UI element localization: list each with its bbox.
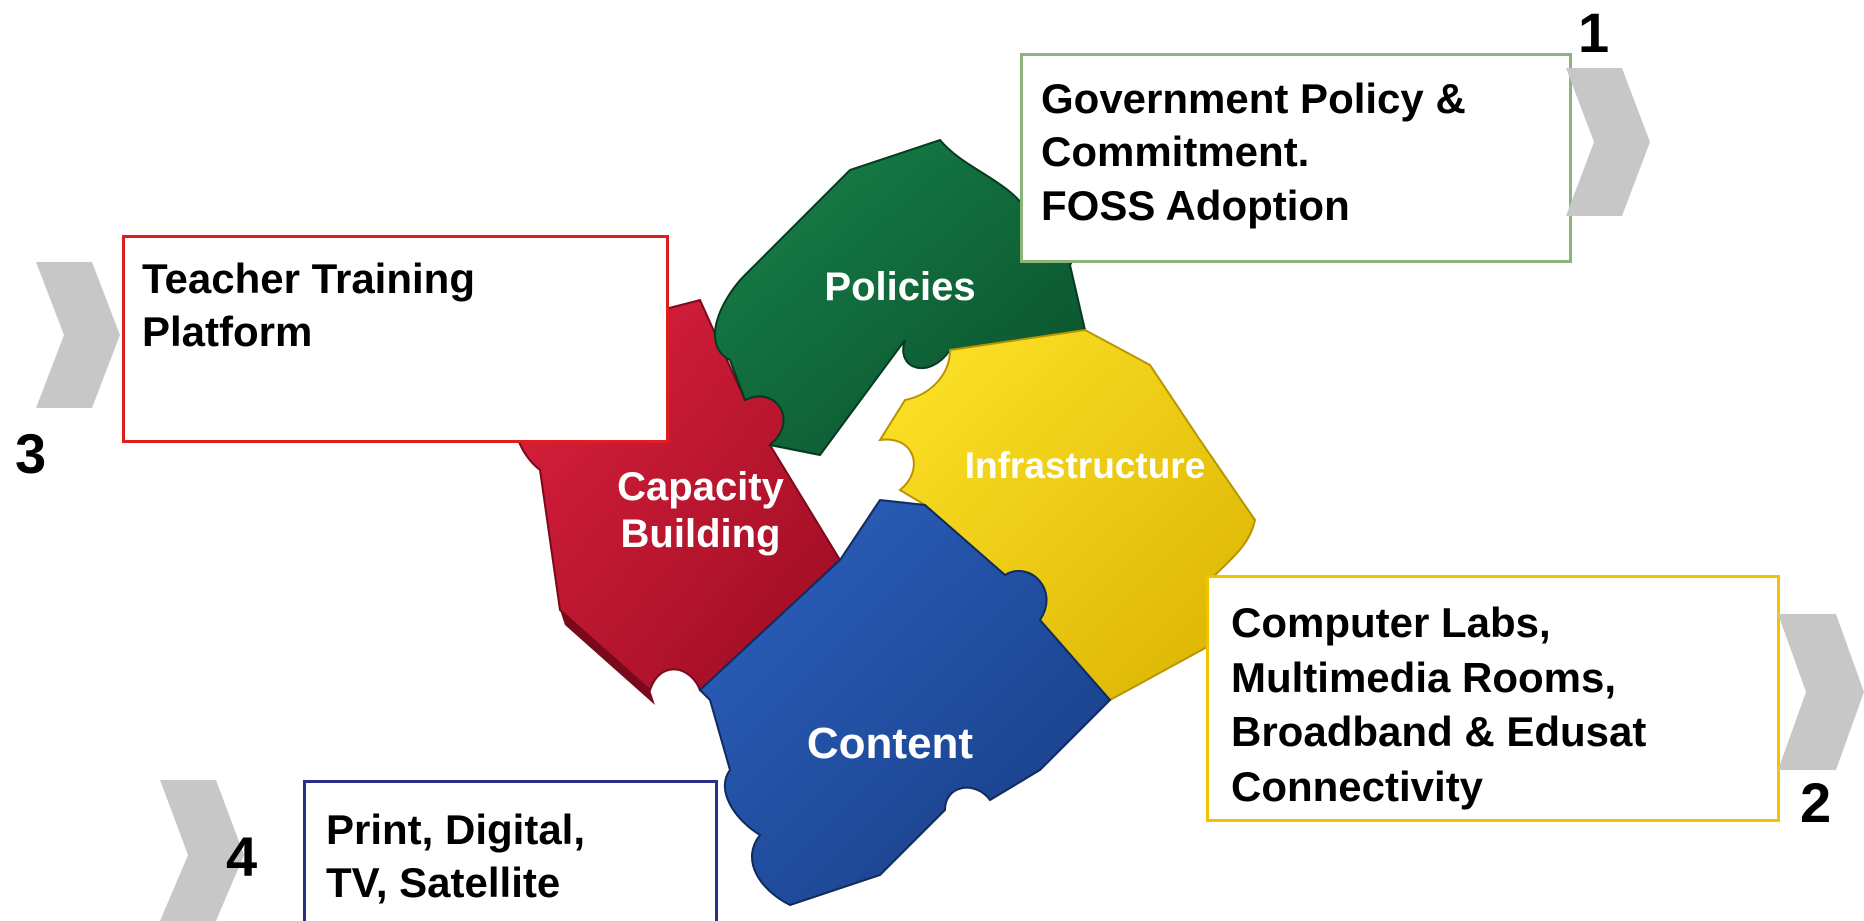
content-label: Content [806,719,974,768]
chevron-right-icon [1566,68,1650,216]
content-piece [698,498,1112,907]
chevron-right-icon [1778,614,1864,770]
content-callout: Print, Digital, TV, Satellite [303,780,718,921]
step-number-4: 4 [226,825,258,888]
policies-label: Policies [824,265,976,309]
step-number-1: 1 [1578,1,1610,64]
infrastructure-callout: Computer Labs, Multimedia Rooms, Broadba… [1206,575,1780,822]
chevron-right-icon [160,780,244,921]
step-number-3: 3 [15,422,47,485]
infrastructure-label: Infrastructure [964,445,1206,486]
policies-piece [713,138,1087,457]
government-policy-callout: Government Policy & Commitment. FOSS Ado… [1020,53,1572,263]
chevron-right-icon [36,262,120,408]
step-number-2: 2 [1800,771,1832,834]
capacity-building-label: Capacity Building [617,465,784,557]
teacher-training-callout: Teacher Training Platform [122,235,669,443]
